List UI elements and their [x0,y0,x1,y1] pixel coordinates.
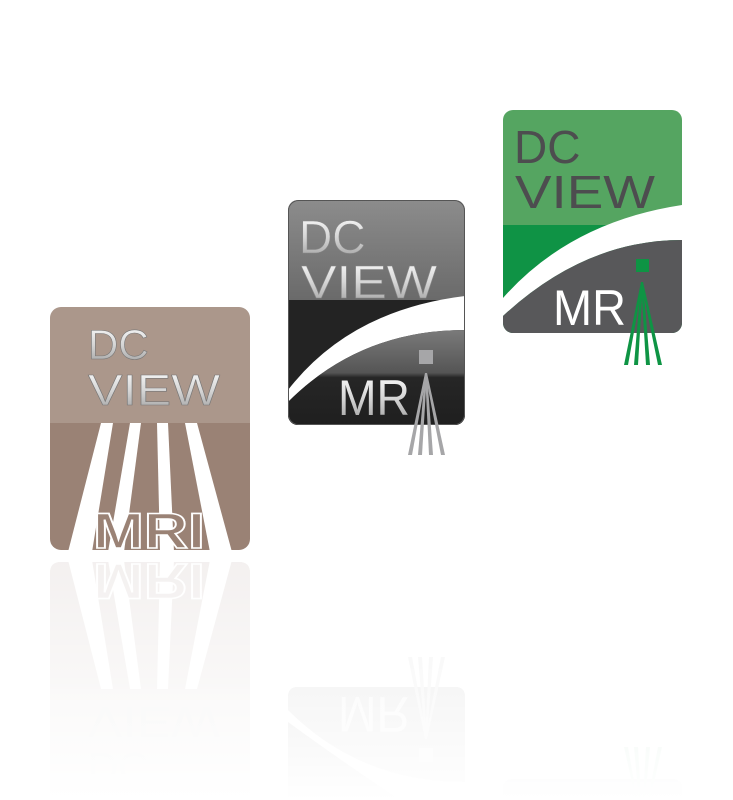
logo-line2: VIEW [88,366,221,415]
logo-dark: DC VIEW MR [288,200,465,455]
logo-line3: MR [338,370,410,426]
logo-brown: DC VIEW MRI [50,307,250,560]
logo-line1: DC [299,211,365,263]
beam-lines-icon [624,282,662,365]
card-top [503,110,682,225]
reflection-fade [0,552,733,800]
square-dot-icon [419,350,433,364]
logo-green: DC VIEW MR [503,110,682,365]
logo-line3: MR [553,280,626,336]
card-top [50,307,250,423]
logo-line1: DC [514,121,580,173]
logo-line2: VIEW [515,166,656,218]
card-top [288,200,465,300]
swoosh [288,296,465,402]
beam-stripes [68,423,232,552]
swoosh [503,205,682,316]
square-dot-icon [636,259,649,272]
logo-line1: DC [88,321,149,368]
logo-line2: VIEW [301,256,438,308]
beam-lines-icon [408,373,445,455]
card-border [288,200,465,425]
logo-line3: MRI [93,503,205,559]
